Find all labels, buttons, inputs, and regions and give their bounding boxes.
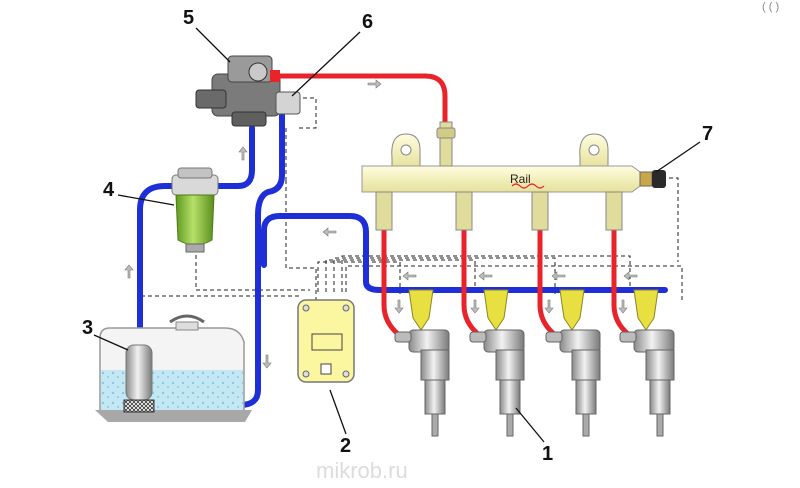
fuel-filter-icon [171,167,219,253]
high-pressure-pump-icon [195,55,301,127]
callout-1: 1 [542,443,553,465]
callout-7: 7 [702,123,713,145]
pressure-sensor [639,170,666,188]
watermark: mikrob.ru [316,458,408,483]
ecu-icon [297,299,355,383]
leader-lines [93,27,701,443]
callout-5: 5 [183,7,194,29]
low-pressure-lines [137,112,668,408]
corner-mark: ( ( ) [762,1,779,13]
callout-6: 6 [362,11,373,33]
fuel-tank-icon [95,314,252,422]
rail-label: Rail [510,172,531,186]
arrow-icon [124,79,638,369]
callout-4: 4 [103,179,115,201]
callout-2: 2 [340,435,351,457]
callout-3: 3 [82,317,93,339]
common-rail [361,121,641,231]
control-wires [137,97,683,300]
high-pressure-lines [273,73,631,337]
injector-icon [394,289,675,437]
